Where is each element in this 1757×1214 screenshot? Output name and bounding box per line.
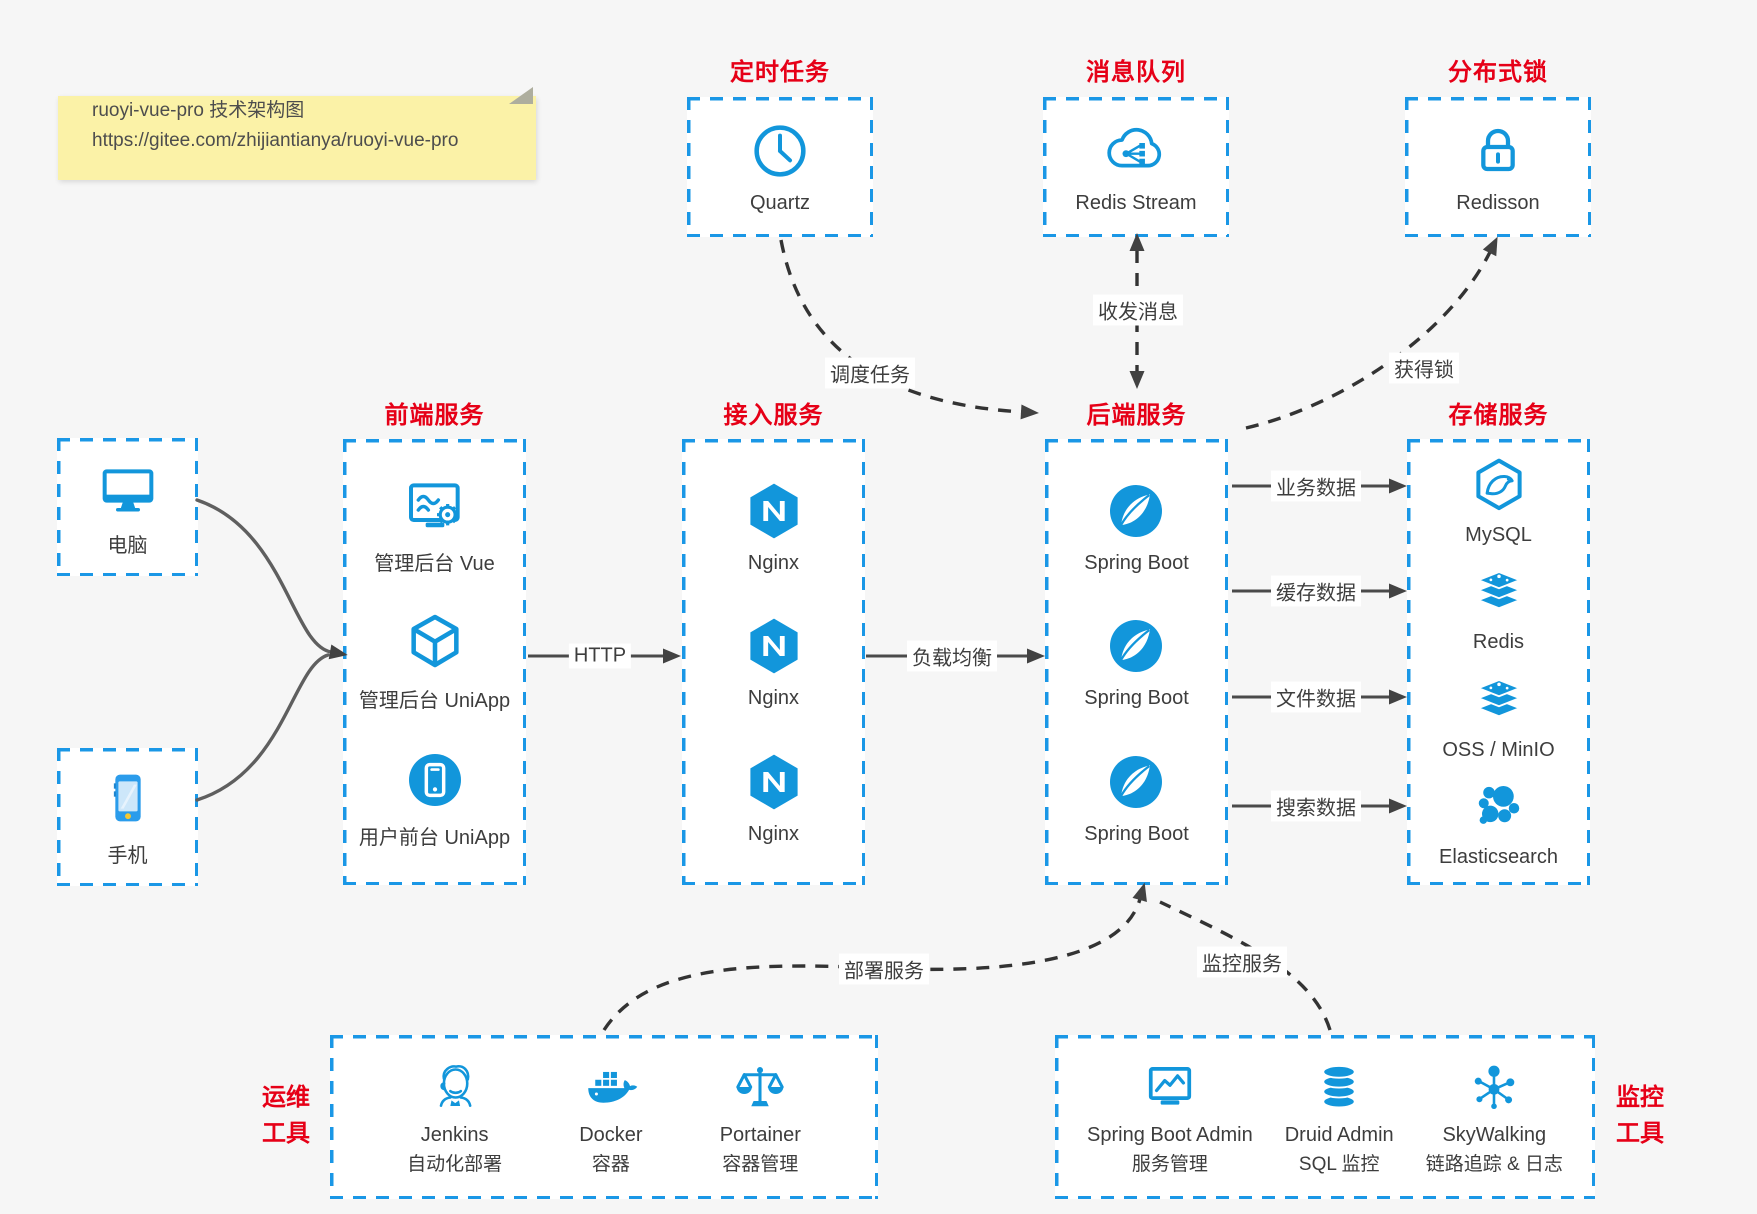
jenkins-icon (427, 1059, 483, 1115)
note-url: https://gitee.com/zhijiantianya/ruoyi-vu… (92, 130, 459, 152)
frontend-box: 管理后台 Vue 管理后台 UniApp 用户前台 UniApp (343, 439, 526, 885)
redisson-label: Redisson (1456, 192, 1540, 214)
mysql-item: MySQL (1465, 455, 1532, 547)
backend-box: Spring Boot Spring Boot Spring Boot (1045, 439, 1228, 885)
nginx-icon (742, 614, 806, 678)
pc-box: 电脑 (57, 438, 198, 576)
clock-icon (748, 119, 812, 183)
layers-icon (1469, 670, 1529, 730)
mq-box: Redis Stream (1043, 97, 1229, 237)
jenkins-item: Jenkins 自动化部署 (407, 1059, 502, 1176)
spring-icon (1104, 614, 1168, 678)
hub-network-icon (1466, 1059, 1522, 1115)
pc-label: 电脑 (107, 535, 148, 557)
cloud-share-icon (1104, 119, 1168, 183)
edge-label-search-data: 搜索数据 (1271, 790, 1361, 822)
smartphone-icon (96, 766, 160, 830)
storage-box: MySQL Redis OSS / MinIO Elasticsearch (1407, 439, 1590, 885)
phone-label: 手机 (107, 845, 148, 867)
edge-label-acquire-lock: 获得锁 (1389, 352, 1459, 384)
elasticsearch-item: Elasticsearch (1439, 777, 1558, 869)
mysql-icon (1469, 455, 1529, 515)
portainer-item: Portainer 容器管理 (720, 1059, 801, 1176)
admin-uniapp-item: 管理后台 UniApp (359, 611, 510, 713)
quartz-item: Quartz (748, 119, 812, 215)
nginx-item: Nginx (742, 614, 806, 710)
group-title-gateway: 接入服务 (723, 402, 824, 429)
nginx-icon (742, 479, 806, 543)
uni-circle-phone-icon (403, 748, 467, 812)
docker-whale-icon (583, 1059, 639, 1115)
group-title-storage: 存储服务 (1448, 402, 1549, 429)
group-title-monitoring: 监控 工具 (1616, 1084, 1664, 1147)
springboot-admin-item: Spring Boot Admin 服务管理 (1087, 1059, 1253, 1176)
phone-to-frontend-curve (195, 653, 330, 802)
edge-label-load-balance: 负载均衡 (907, 640, 997, 672)
springboot-item: Spring Boot (1084, 479, 1189, 575)
group-title-ops: 运维 工具 (262, 1084, 310, 1147)
admin-screen-gear-icon (403, 474, 467, 538)
edge-label-message: 收发消息 (1093, 294, 1183, 326)
edge-label-deploy-service: 部署服务 (839, 953, 929, 985)
nginx-item: Nginx (742, 479, 806, 575)
edge-label-monitor-service: 监控服务 (1197, 946, 1287, 978)
skywalking-item: SkyWalking 链路追踪 & 日志 (1426, 1059, 1563, 1176)
quartz-label: Quartz (749, 192, 811, 214)
redisson-item: Redisson (1456, 119, 1540, 215)
sticky-note: ruoyi-vue-pro 技术架构图 https://gitee.com/zh… (58, 87, 536, 180)
user-uniapp-item: 用户前台 UniApp (359, 748, 510, 850)
edge-label-file-data: 文件数据 (1271, 681, 1361, 713)
edge-label-http: HTTP (568, 643, 632, 669)
spring-icon (1104, 750, 1168, 814)
edge-label-cache-data: 缓存数据 (1271, 575, 1361, 607)
group-title-backend: 后端服务 (1086, 402, 1187, 429)
lock-box: Redisson (1405, 97, 1591, 237)
monitoring-tools-box: Spring Boot Admin 服务管理 Druid Admin SQL 监… (1055, 1035, 1595, 1199)
nginx-icon (742, 750, 806, 814)
note-fold-corner (509, 87, 533, 104)
lock-icon (1466, 119, 1530, 183)
group-title-scheduled: 定时任务 (730, 59, 830, 86)
layers-icon (1469, 562, 1529, 622)
elastic-cluster-icon (1469, 777, 1529, 837)
redis-item: Redis (1469, 562, 1529, 654)
ops-tools-box: Jenkins 自动化部署 Docker 容器 Portainer 容器管理 (330, 1035, 878, 1199)
group-title-lock: 分布式锁 (1448, 59, 1548, 86)
druid-admin-item: Druid Admin SQL 监控 (1285, 1059, 1394, 1176)
nginx-item: Nginx (742, 750, 806, 846)
pc-item: 电脑 (96, 456, 160, 558)
edge-label-schedule-task: 调度任务 (825, 357, 915, 389)
uni-box-icon (403, 611, 467, 675)
spring-icon (1104, 479, 1168, 543)
redis-stream-label: Redis Stream (1075, 192, 1197, 214)
springboot-item: Spring Boot (1084, 750, 1189, 846)
pc-to-frontend-curve (195, 498, 348, 660)
scheduled-box: Quartz (687, 97, 873, 237)
phone-box: 手机 (57, 748, 198, 886)
docker-item: Docker 容器 (579, 1059, 643, 1176)
database-icon (1311, 1059, 1367, 1115)
phone-item: 手机 (96, 766, 160, 868)
admin-vue-item: 管理后台 Vue (374, 474, 495, 576)
scales-icon (732, 1059, 788, 1115)
redis-stream-item: Redis Stream (1075, 119, 1197, 215)
gateway-box: Nginx Nginx Nginx (682, 439, 865, 885)
group-title-frontend: 前端服务 (384, 402, 485, 429)
edge-label-biz-data: 业务数据 (1271, 470, 1361, 502)
desktop-icon (96, 456, 160, 520)
group-title-mq: 消息队列 (1086, 59, 1186, 86)
oss-minio-item: OSS / MinIO (1442, 670, 1555, 762)
springboot-item: Spring Boot (1084, 614, 1189, 710)
monitor-chart-icon (1142, 1059, 1198, 1115)
note-title: ruoyi-vue-pro 技术架构图 (92, 100, 305, 121)
